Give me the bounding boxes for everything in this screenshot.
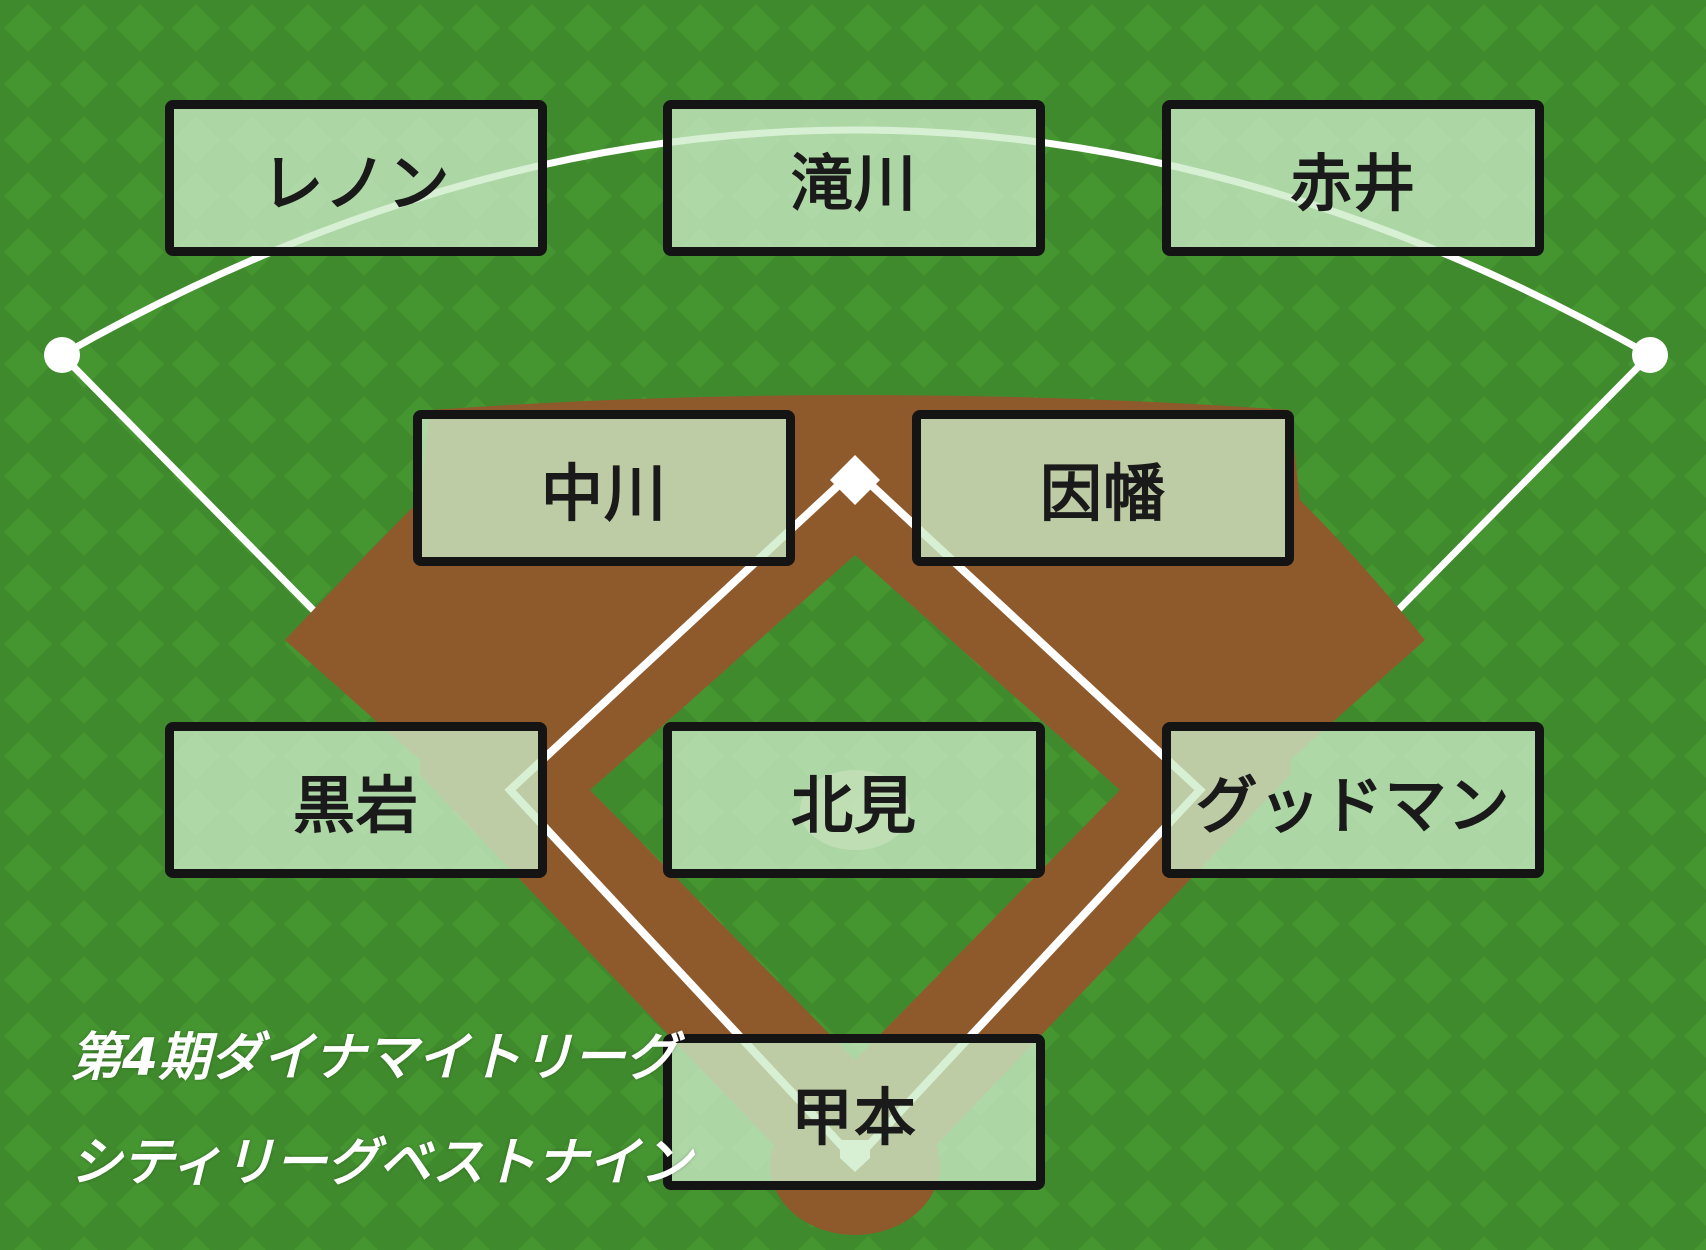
position-shortstop: 中川 — [413, 410, 795, 566]
player-name-catcher: 甲本 — [790, 1081, 917, 1154]
position-second-base: 因幡 — [912, 410, 1294, 566]
position-center-field: 滝川 — [663, 100, 1045, 256]
foul-pole-left — [44, 337, 80, 373]
position-pitcher: 北見 — [663, 722, 1045, 878]
player-name-left-field: レノン — [261, 147, 451, 220]
player-name-shortstop: 中川 — [540, 457, 667, 530]
position-third-base: 黒岩 — [165, 722, 547, 878]
player-name-pitcher: 北見 — [790, 769, 917, 842]
position-right-field: 赤井 — [1162, 100, 1544, 256]
foul-pole-right — [1632, 337, 1668, 373]
player-name-center-field: 滝川 — [790, 147, 917, 220]
player-name-third-base: 黒岩 — [292, 769, 419, 842]
position-left-field: レノン — [165, 100, 547, 256]
caption-line-1: 第4期ダイナマイトリーグ — [70, 1028, 678, 1088]
position-catcher: 甲本 — [663, 1034, 1045, 1190]
caption-line-2: シティリーグベストナイン — [70, 1133, 692, 1193]
player-name-right-field: 赤井 — [1289, 147, 1416, 220]
player-name-first-base: グッドマン — [1195, 769, 1511, 842]
position-first-base: グッドマン — [1162, 722, 1544, 878]
second-base — [830, 455, 880, 505]
player-name-second-base: 因幡 — [1039, 457, 1166, 530]
